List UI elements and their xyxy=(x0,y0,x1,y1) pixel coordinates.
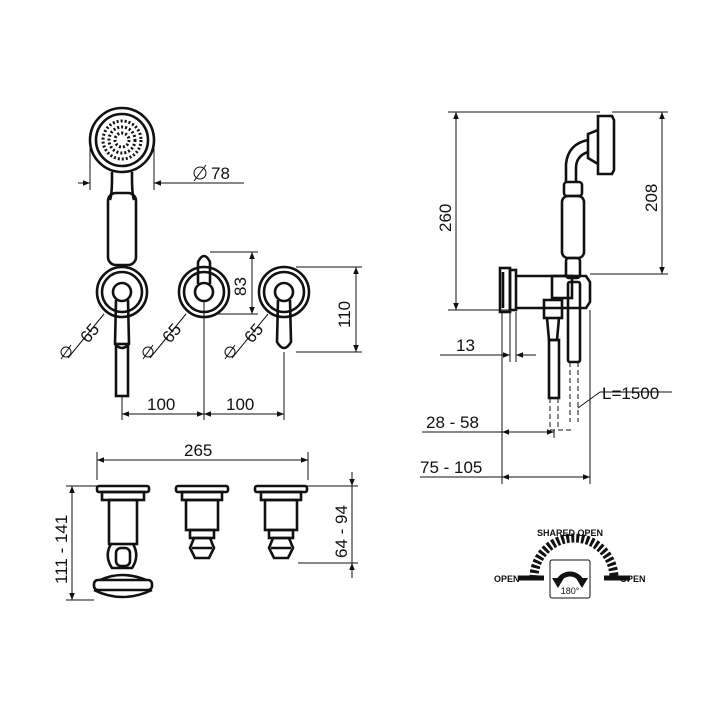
rotation-box xyxy=(549,559,591,599)
open-left-label: OPEN xyxy=(494,574,520,584)
diameter-78-label: 78 xyxy=(211,164,230,183)
height-111-141-label: 111 - 141 xyxy=(52,515,71,584)
diverter-symbol: SHARED OPEN OPEN OPEN 180° xyxy=(494,528,646,599)
spacing-100-label-a: 100 xyxy=(147,395,175,414)
shower-head-plan xyxy=(88,106,156,201)
hose-length-label: L=1500 xyxy=(602,384,659,403)
side-elevation: 260 208 xyxy=(420,111,672,484)
holder-elevation xyxy=(92,484,154,599)
height-208-label: 208 xyxy=(642,184,661,212)
height-83-label: 83 xyxy=(231,277,250,296)
depth-28-58-label: 28 - 58 xyxy=(426,413,479,432)
shared-open-label: SHARED OPEN xyxy=(537,528,603,538)
valve-rosette-3 xyxy=(257,265,311,350)
dashed-pipes xyxy=(549,362,579,431)
diameter-symbol xyxy=(60,344,236,360)
spacing-100-label-b: 100 xyxy=(226,395,254,414)
height-260-label: 260 xyxy=(436,204,455,232)
holder-rosette xyxy=(95,265,149,398)
height-110-label: 110 xyxy=(335,301,354,328)
wall-valve-side xyxy=(498,266,592,400)
depth-13-label: 13 xyxy=(456,336,475,355)
valve-2-elevation xyxy=(174,484,230,560)
width-265-label: 265 xyxy=(184,441,212,460)
height-64-94-label: 64 - 94 xyxy=(332,505,351,558)
rotation-label: 180° xyxy=(561,586,580,596)
valve-3-elevation xyxy=(253,484,309,560)
plan-view: 78 65 65 65 83 110 100 100 xyxy=(60,106,362,420)
shower-head-side xyxy=(560,114,616,280)
front-elevation: 265 xyxy=(52,441,358,601)
depth-75-105-label: 75 - 105 xyxy=(420,458,482,477)
open-right-label: OPEN xyxy=(620,574,646,584)
diameter-symbol xyxy=(193,164,207,182)
